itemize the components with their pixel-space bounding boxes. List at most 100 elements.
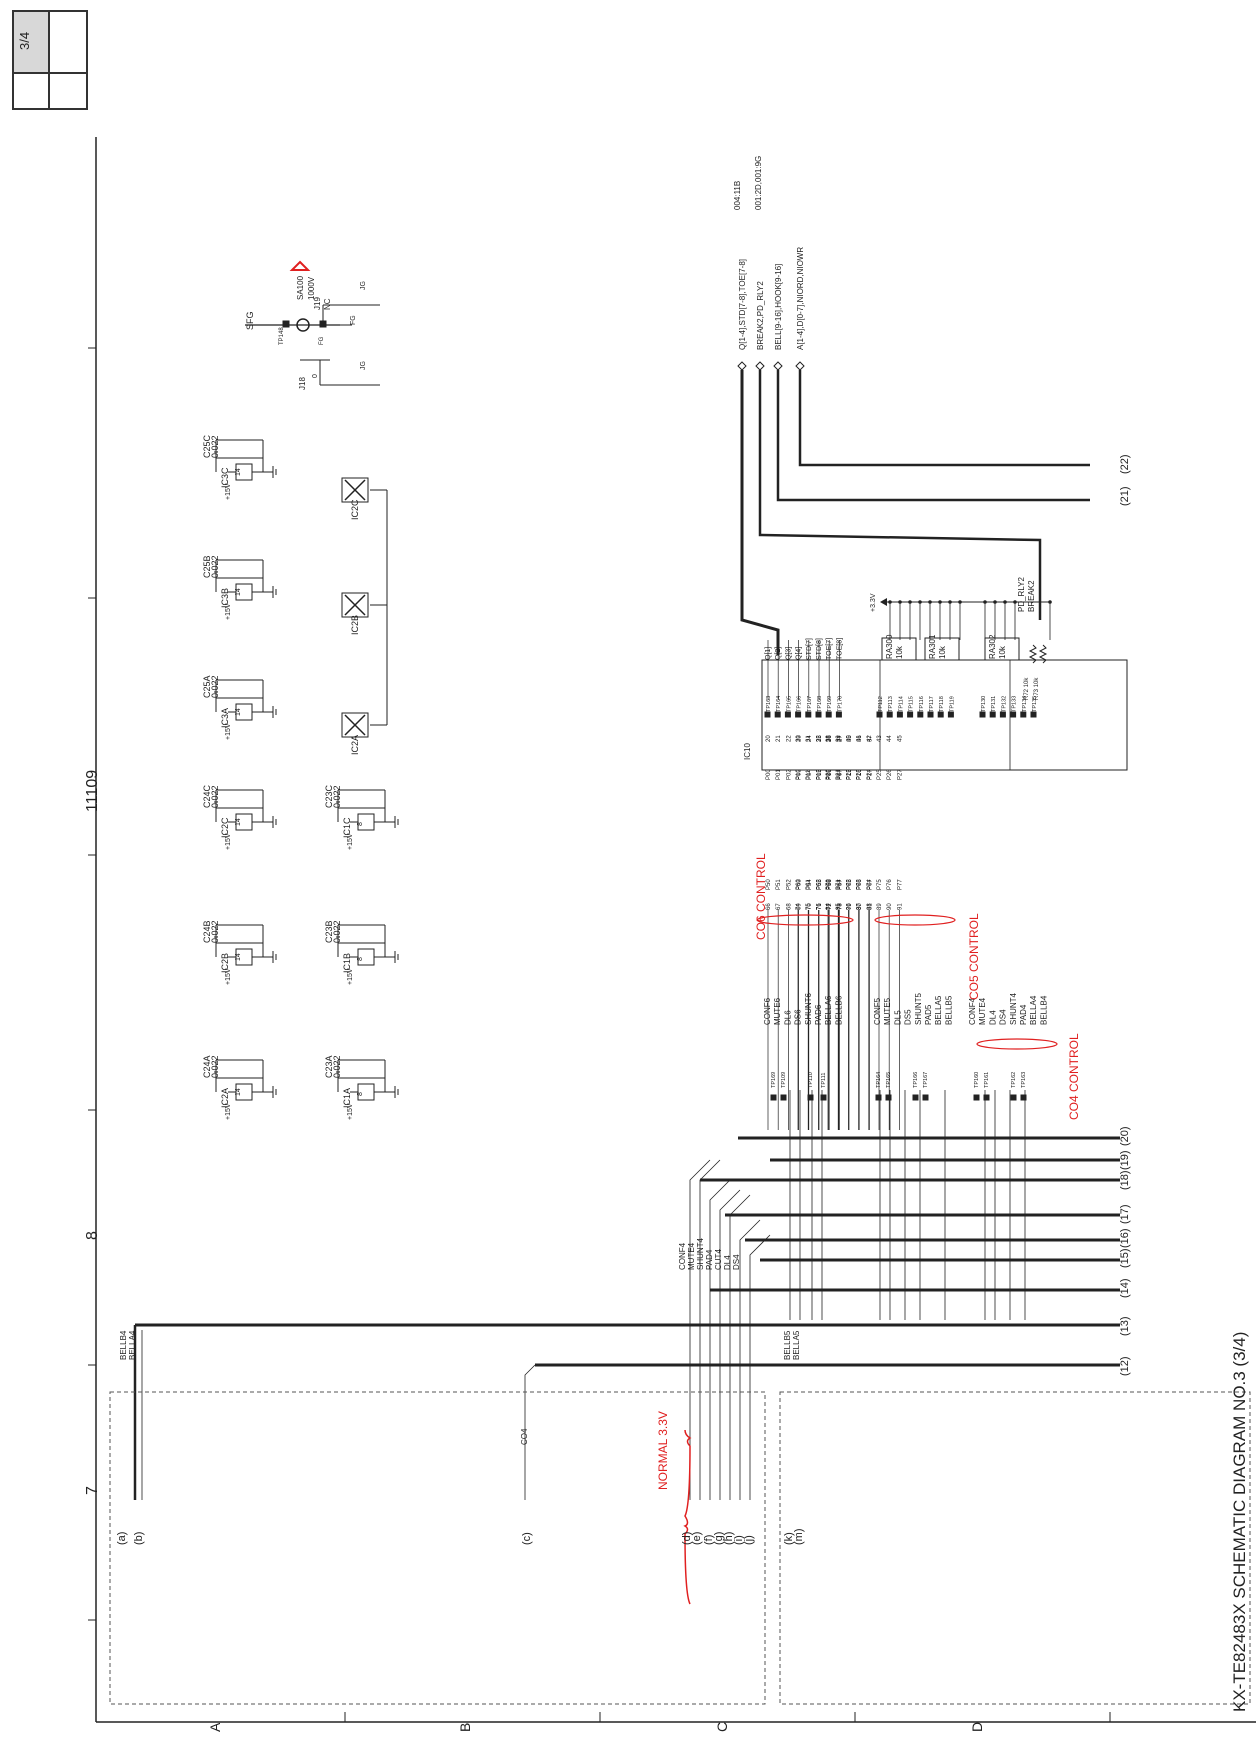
- ic10-pin-left: P72: [846, 879, 852, 890]
- bottom-port-label: (21): [1119, 486, 1131, 506]
- bus-page-ref: 001:2D,001:9G: [754, 156, 763, 210]
- cap-value: 0.022: [210, 435, 220, 458]
- ic10-pin-num: 87: [857, 903, 863, 910]
- tp-right-label: TP116: [919, 696, 925, 712]
- test-point: [805, 711, 812, 718]
- vcc-label: +15V: [225, 833, 232, 850]
- tp-left-label: TP160: [974, 1072, 980, 1088]
- co-net-label: DS6: [794, 1009, 803, 1025]
- thin-signal-wire: [739, 1219, 761, 1500]
- cap-label: C23A: [324, 1055, 334, 1078]
- resistor-symbol: [1028, 644, 1038, 664]
- ic-gate-box: [235, 813, 253, 831]
- tp-left-label: TP166: [913, 1072, 919, 1088]
- tp-right-label: TP113: [888, 696, 894, 712]
- co4-wire: [524, 1364, 536, 1500]
- ic10-pin-num: 73: [837, 903, 843, 910]
- ic10-pin-num: 42: [867, 735, 873, 742]
- ic-gate-box: [235, 703, 253, 721]
- unused-gate-box: [341, 712, 369, 738]
- ic10-pin-num: 66: [766, 903, 772, 910]
- ic-pin-label: 14: [235, 1088, 242, 1096]
- co6-highlight: [756, 914, 854, 926]
- bottom-port-label: (20): [1119, 1126, 1131, 1146]
- bottom-port-label: (19): [1119, 1150, 1131, 1170]
- resistor-array-label: RA300: [885, 634, 894, 659]
- tp-right-label: TP132: [1001, 696, 1007, 712]
- co4-highlight: [976, 1038, 1058, 1050]
- cap-value: 0.022: [332, 785, 342, 808]
- normal-label: NORMAL 3.3V: [656, 1411, 670, 1490]
- cap-value: 0.022: [210, 785, 220, 808]
- ic-pin-label: 14: [235, 953, 242, 961]
- ic10-pin-num: 24: [807, 735, 813, 742]
- ic10-pin-num: 39: [836, 735, 842, 742]
- test-point: [825, 711, 832, 718]
- ic10-pin-right: P14: [837, 769, 843, 780]
- co-net-label: BELLB5: [944, 995, 953, 1025]
- left-port-label: (h): [723, 1532, 735, 1545]
- ic10-pin-right: P17: [867, 769, 873, 780]
- tp-label: TP148: [279, 327, 285, 345]
- normal-dashed-box-2: [779, 1391, 1251, 1705]
- junction-dot: [1048, 600, 1052, 604]
- vcc-arrow: [880, 598, 887, 606]
- bell-left-label: BELLA4: [128, 1330, 137, 1360]
- test-point: [947, 711, 954, 718]
- ic10-pin-num: 20: [766, 735, 772, 742]
- q-net-label: Q[3]: [785, 647, 792, 660]
- ic10-pin-num: 30: [796, 735, 802, 742]
- ic10-pin-num: 35: [847, 735, 853, 742]
- left-port-label: (c): [521, 1532, 533, 1545]
- co5-highlight: [874, 914, 956, 926]
- left-port-label: (m): [793, 1529, 805, 1546]
- tp-right-label: TP166: [797, 696, 803, 712]
- co-net-label: DS4: [999, 1009, 1008, 1025]
- parts-layer: [109, 260, 1251, 1705]
- ic10-pin-num: 32: [816, 735, 822, 742]
- cap-label: C24A: [202, 1055, 212, 1078]
- ic10-pin-right: P10: [796, 769, 802, 780]
- cap-label: C24B: [202, 920, 212, 943]
- test-point: [886, 711, 893, 718]
- ic10-pin-num: 43: [877, 735, 883, 742]
- test-point: [979, 711, 986, 718]
- ic10-pin-left: P74: [867, 879, 873, 890]
- cap-label: C23B: [324, 920, 334, 943]
- test-point: [807, 1094, 814, 1101]
- grid-col-label: 11109: [84, 770, 101, 812]
- fg-label: FG: [319, 336, 325, 345]
- page-index-cell: [13, 11, 49, 73]
- ic10-pin-num: 84: [826, 903, 832, 910]
- ic-gate-box: [235, 463, 253, 481]
- resistor-array-box: [924, 637, 960, 661]
- ic10-pin-right: P06: [827, 769, 833, 780]
- nc-label: NC: [323, 298, 332, 310]
- resistor-array-box: [881, 637, 917, 661]
- cap-label: C25A: [202, 675, 212, 698]
- q-net-label: STD[7]: [806, 638, 813, 660]
- ic10-pin-left: P56: [827, 879, 833, 890]
- tp-right-label: TP163: [766, 696, 772, 712]
- resistor-array-value: 10k: [998, 645, 1007, 659]
- ic10-pin-num: 72: [827, 903, 833, 910]
- ic-pin-label: 14: [235, 468, 242, 476]
- cap-value: 0.022: [210, 920, 220, 943]
- tp-right-label: TP130: [981, 696, 987, 712]
- co-net-label: MUTE4: [978, 997, 987, 1025]
- left-port-label: (a): [116, 1532, 128, 1545]
- resistor-array-box: [984, 637, 1020, 661]
- ic10-pin-num: 68: [786, 903, 792, 910]
- ic10-pin-right: P23: [857, 769, 863, 780]
- tp-right-label: TP114: [898, 696, 904, 712]
- test-point: [835, 711, 842, 718]
- grid-col-label: 7: [84, 1486, 101, 1495]
- sa-label: SA100: [296, 275, 305, 300]
- ic-gate-box: [357, 1083, 375, 1101]
- ic10-pin-num: 45: [897, 735, 903, 742]
- test-point: [989, 711, 996, 718]
- co-net-label: DL5: [893, 1010, 902, 1025]
- co-net-label: CONF6: [763, 997, 772, 1025]
- cap-value: 0.022: [332, 1055, 342, 1078]
